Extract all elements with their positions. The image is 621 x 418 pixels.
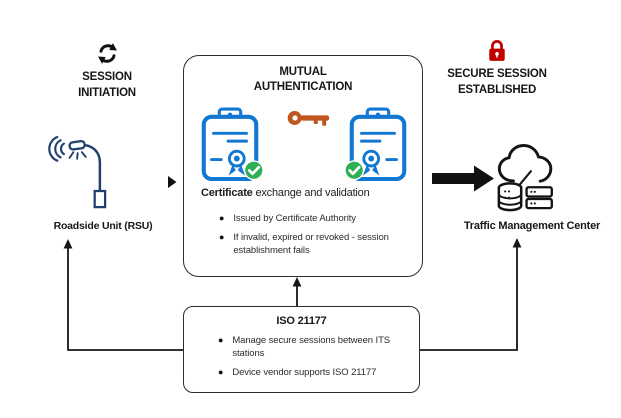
certificate-caption-bold: Certificate — [201, 187, 253, 199]
certificate-icon-right — [344, 107, 407, 182]
bullet-text: If invalid, expired or revoked - session… — [233, 232, 389, 256]
lock-icon — [489, 40, 505, 61]
bullet-text: Device vendor supports ISO 21177 — [232, 367, 377, 378]
rsu-label: Roadside Unit (RSU) — [53, 220, 153, 232]
bullet-text: Manage secure sessions between ITS stati… — [232, 335, 391, 359]
secure-session-line1: SECURE SESSION — [447, 68, 547, 80]
mutual-auth-title-line1: MUTUAL — [279, 66, 327, 78]
mutual-auth-box: MUTUAL AUTHENTICATION — [183, 55, 423, 277]
iso-bullets: ● Manage secure sessions between ITS sta… — [218, 334, 406, 379]
secure-session-line2: ESTABLISHED — [457, 84, 537, 96]
sync-icon — [97, 43, 117, 64]
certificate-caption: Certificate exchange and validation — [201, 187, 370, 199]
tmc-label: Traffic Management Center — [463, 220, 601, 232]
list-item: ● If invalid, expired or revoked - sessi… — [219, 231, 397, 257]
list-item: ● Device vendor supports ISO 21177 — [218, 366, 406, 379]
list-item: ● Manage secure sessions between ITS sta… — [218, 334, 406, 360]
certificate-caption-rest: exchange and validation — [252, 187, 370, 199]
mutual-auth-title-line2: AUTHENTICATION — [253, 81, 353, 93]
key-icon — [287, 111, 330, 126]
mutual-auth-title: MUTUAL AUTHENTICATION — [184, 65, 422, 95]
check-badge — [344, 160, 365, 181]
bullet-text: Issued by Certificate Authority — [233, 213, 356, 224]
bullet-icon: ● — [219, 232, 225, 242]
session-initiation-line1: SESSION — [82, 71, 132, 83]
bullet-icon: ● — [218, 335, 224, 345]
iso-to-auth-arrow — [292, 277, 302, 306]
session-initiation-block: SESSION INITIATION — [45, 42, 169, 101]
list-item: ● Issued by Certificate Authority — [219, 212, 397, 225]
bullet-icon: ● — [218, 367, 224, 377]
mutual-auth-bullets: ● Issued by Certificate Authority ● If i… — [219, 212, 397, 257]
bullet-icon: ● — [219, 213, 225, 223]
rsu-to-auth-arrow — [168, 176, 177, 188]
session-initiation-line2: INITIATION — [78, 87, 136, 99]
iso-box: ISO 21177 ● Manage secure sessions betwe… — [183, 306, 420, 393]
roadside-unit-icon — [48, 135, 107, 209]
iso-to-rsu-connector — [63, 239, 183, 351]
iso-to-tmc-connector — [420, 238, 522, 351]
iso-title: ISO 21177 — [276, 315, 327, 327]
auth-to-tmc-arrow — [432, 165, 494, 192]
check-badge — [243, 160, 264, 181]
cloud-servers-icon — [497, 144, 553, 212]
secure-session-block: SECURE SESSION ESTABLISHED — [430, 38, 564, 98]
certificate-icon-left — [201, 107, 264, 182]
